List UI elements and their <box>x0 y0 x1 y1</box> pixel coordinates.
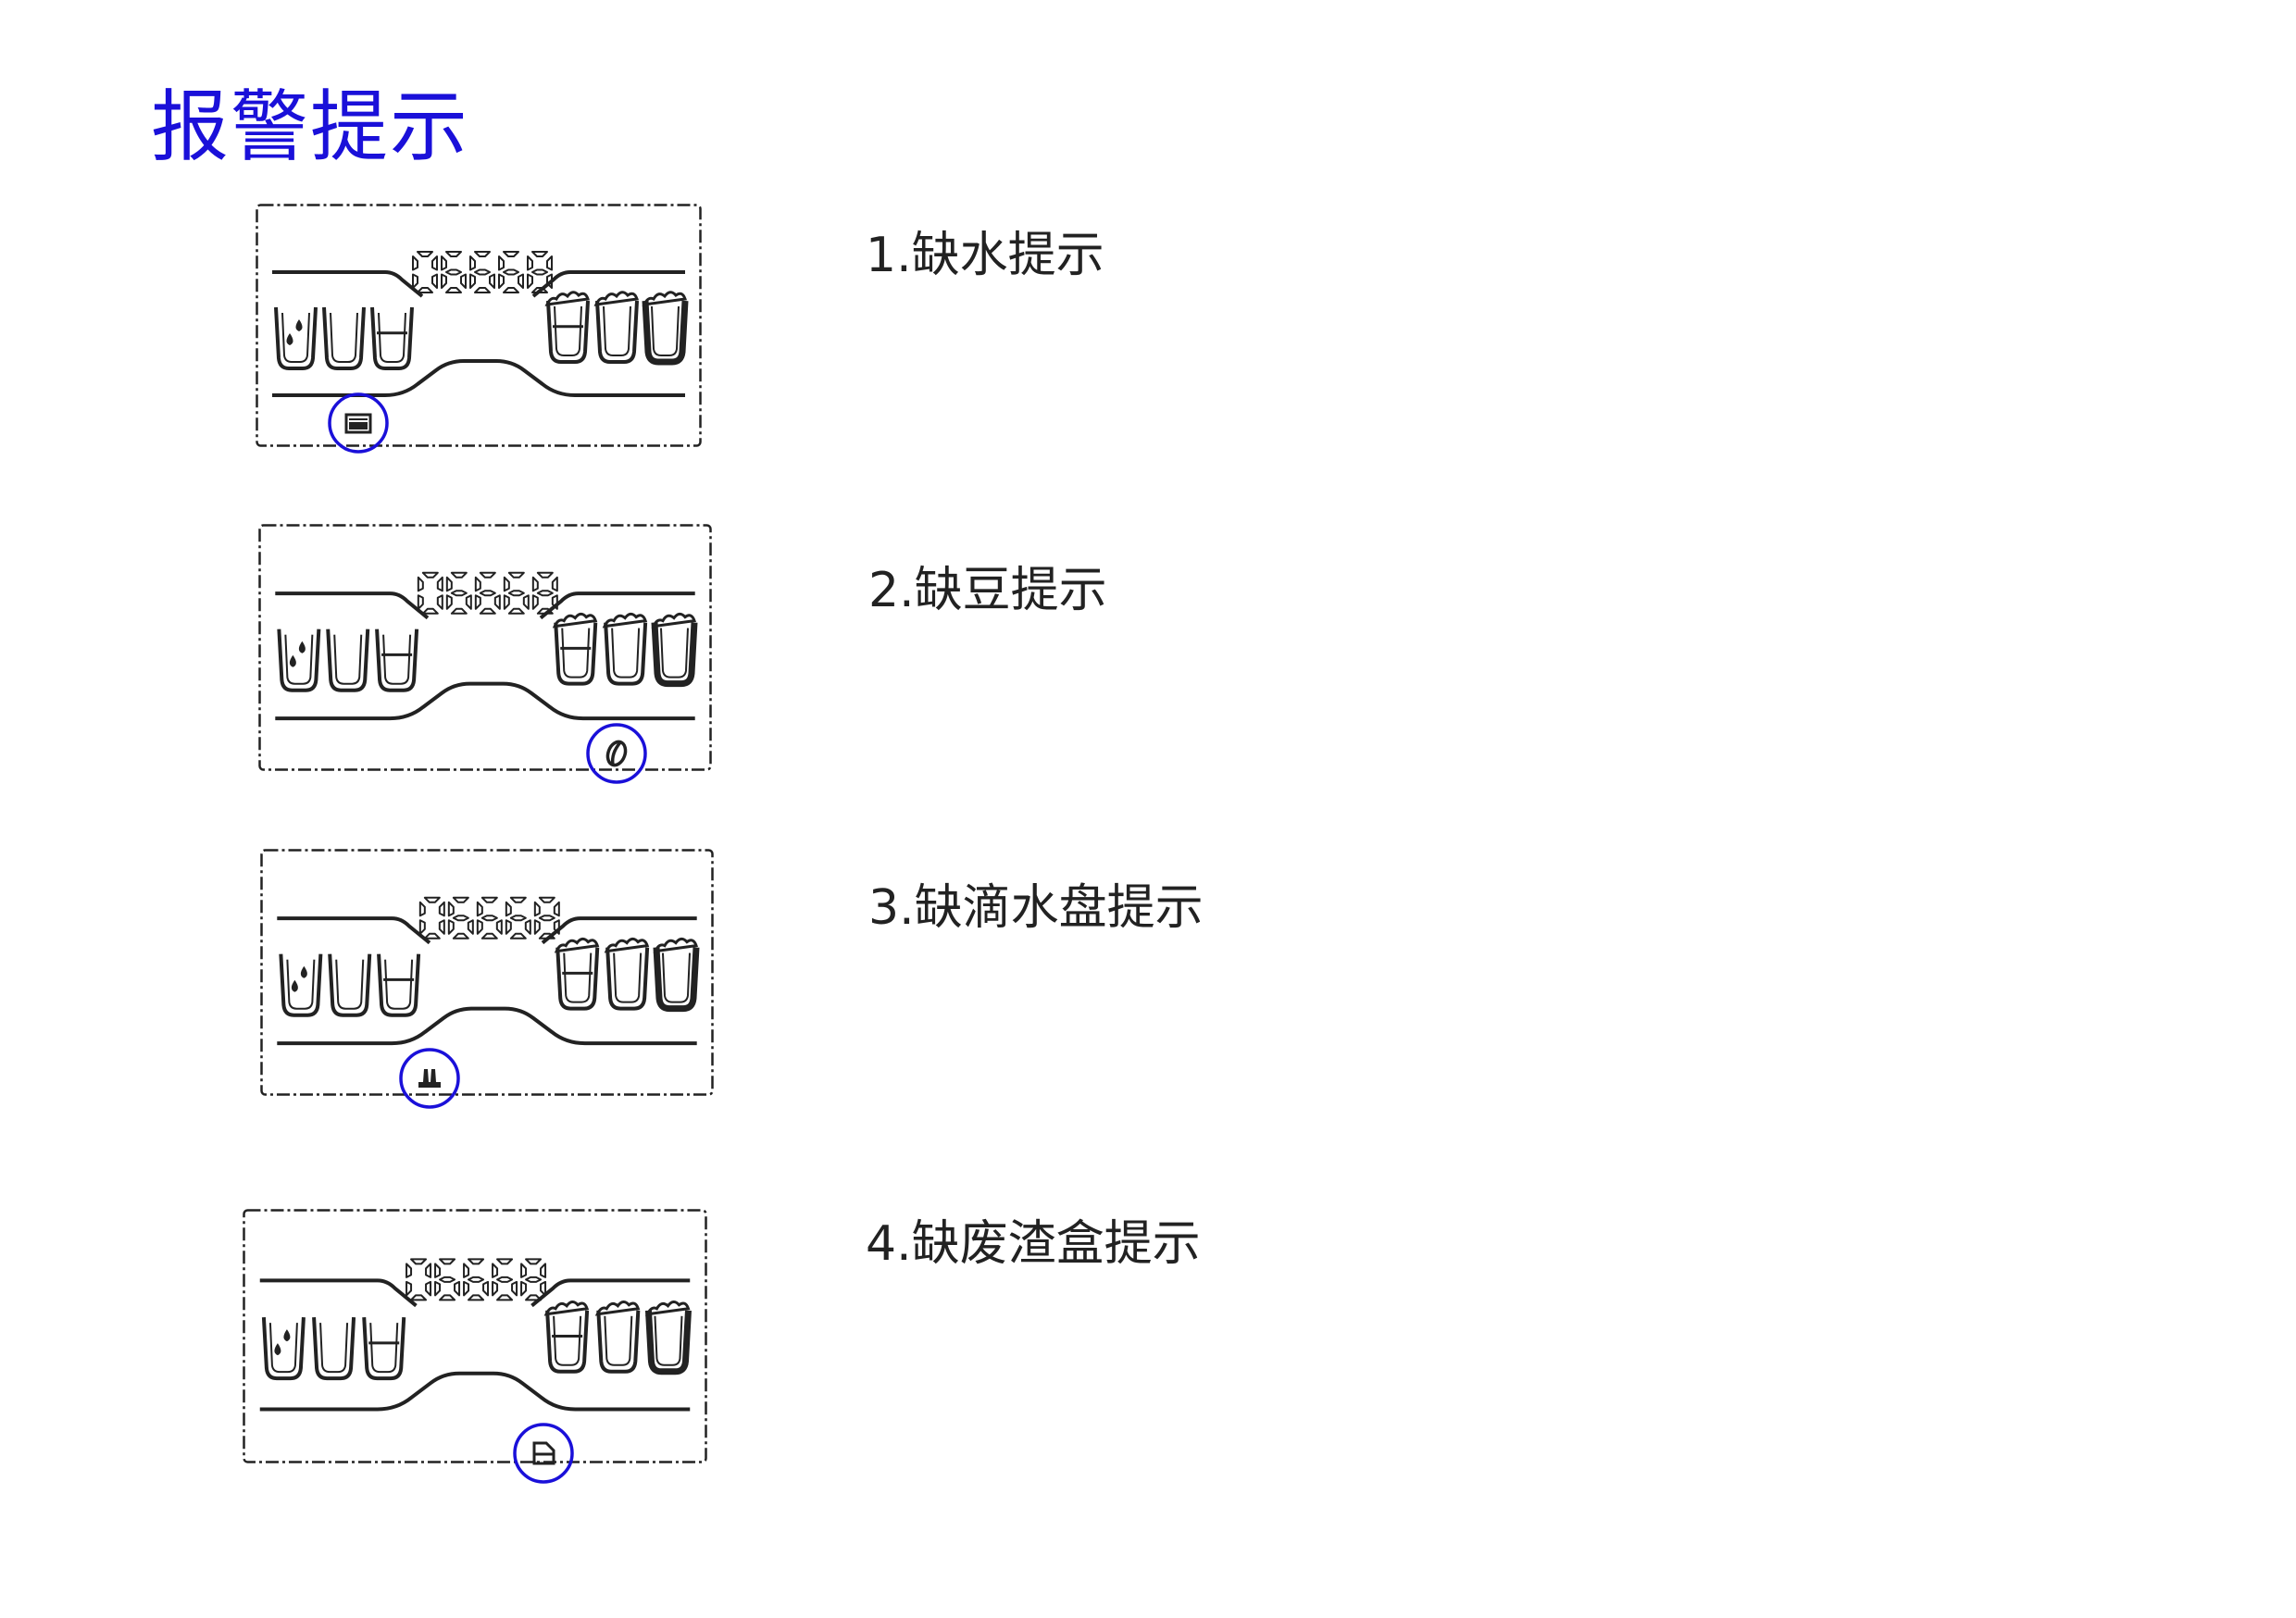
alert-caption-no-waste-box: 4.缺废渣盒提示 <box>866 1220 1201 1268</box>
lcd-digit <box>418 573 443 614</box>
cup-milk-icon <box>647 1302 688 1372</box>
alert-panel-no-beans <box>258 524 712 799</box>
drip-tray-icon <box>418 1069 441 1088</box>
cup-long-coffee-icon <box>379 954 418 1015</box>
cup-milk-icon <box>655 939 696 1008</box>
cup-coffee-icon <box>314 1317 354 1378</box>
lcd-digit <box>476 573 500 614</box>
cup-coffee-icon <box>330 954 369 1015</box>
cup-latte-icon <box>605 614 645 683</box>
lcd-display <box>243 1209 707 1491</box>
lcd-digit <box>506 898 530 939</box>
divider-line-left <box>277 918 430 942</box>
cup-cappuccino-icon <box>547 292 588 362</box>
cup-milk-icon <box>644 292 685 362</box>
alert-caption-no-water: 1.缺水提示 <box>866 231 1104 280</box>
alert-caption-no-beans: 2.缺豆提示 <box>868 566 1107 615</box>
cup-latte-icon <box>596 292 637 362</box>
lcd-digit <box>470 252 494 292</box>
alert-panel-no-water <box>256 204 702 475</box>
coffee-bean-icon <box>605 740 629 768</box>
lcd-digit <box>449 898 473 939</box>
alert-panel-no-drip-tray <box>260 849 714 1124</box>
cup-latte-icon <box>597 1302 638 1372</box>
alert-caption-no-drip-tray: 3.缺滴水盘提示 <box>868 884 1204 932</box>
divider-line-right <box>541 593 695 617</box>
lcd-display <box>258 524 712 799</box>
lcd-digit <box>435 1259 459 1300</box>
cup-coffee-icon <box>324 307 364 368</box>
cup-long-coffee-icon <box>364 1317 404 1378</box>
lcd-display <box>256 204 702 475</box>
lcd-digit <box>478 898 502 939</box>
cup-latte-icon <box>606 939 647 1008</box>
lcd-digit <box>413 252 437 292</box>
lcd-digit <box>406 1259 430 1300</box>
cup-espresso-icon <box>281 954 320 1015</box>
waste-box-icon <box>534 1443 554 1463</box>
cup-espresso-icon <box>279 629 318 691</box>
divider-line-left <box>275 593 428 617</box>
divider-line-left <box>272 272 422 296</box>
alert-panel-no-waste-box <box>243 1209 707 1491</box>
cup-long-coffee-icon <box>377 629 417 691</box>
highlight-circle <box>401 1050 458 1107</box>
lcd-digit <box>464 1259 488 1300</box>
cup-cappuccino-icon <box>555 614 595 683</box>
cup-cappuccino-icon <box>546 1302 587 1372</box>
cup-cappuccino-icon <box>556 939 597 1008</box>
lcd-digit <box>499 252 523 292</box>
lcd-digit <box>521 1259 545 1300</box>
cup-milk-icon <box>654 614 694 683</box>
divider-line-right <box>533 272 685 296</box>
cup-espresso-icon <box>276 307 316 368</box>
lcd-digit <box>420 898 444 939</box>
highlight-circle <box>588 725 645 782</box>
lcd-display <box>260 849 714 1124</box>
water-tank-icon <box>346 415 370 432</box>
divider-line-bottom <box>272 361 685 395</box>
cup-espresso-icon <box>264 1317 304 1378</box>
cup-long-coffee-icon <box>372 307 412 368</box>
lcd-digit <box>493 1259 517 1300</box>
divider-line-right <box>543 918 697 942</box>
lcd-digit <box>505 573 529 614</box>
page-title: 报警提示 <box>151 88 469 166</box>
divider-line-left <box>260 1280 417 1305</box>
lcd-digit <box>447 573 471 614</box>
lcd-digit <box>442 252 466 292</box>
divider-line-right <box>531 1280 690 1305</box>
cup-coffee-icon <box>328 629 368 691</box>
